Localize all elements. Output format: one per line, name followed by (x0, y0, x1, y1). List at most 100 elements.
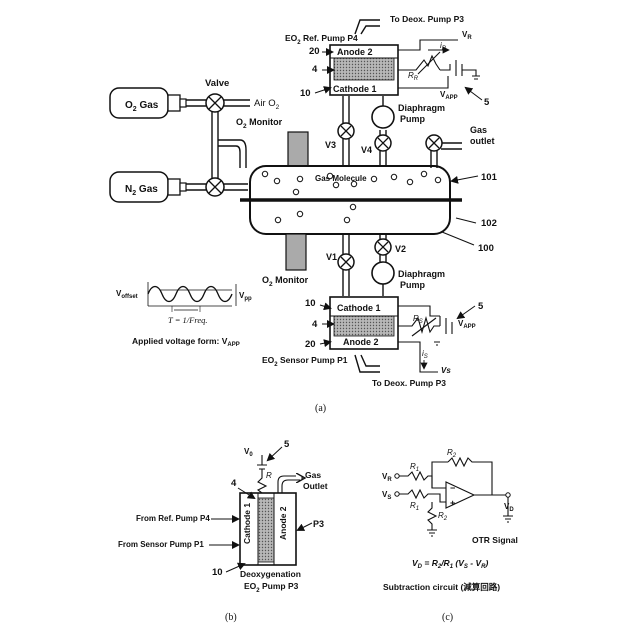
gas-molecule (333, 182, 338, 187)
label-5-top: 5 (484, 97, 490, 108)
to-deox-bottom: To Deox. Pump P3 (372, 378, 446, 388)
caption-b: (b) (225, 612, 237, 623)
label-5-b: 5 (284, 439, 290, 450)
label-10-top: 10 (300, 88, 311, 99)
cathode1-bottom: Cathode 1 (337, 303, 381, 313)
otr-signal-label: OTR Signal (472, 535, 518, 545)
cathode1-top: Cathode 1 (333, 84, 377, 94)
vapp-bottom-label: VAPP (458, 319, 476, 330)
gas-supply-pipes (186, 100, 250, 190)
is-label: iS (422, 349, 428, 360)
label-100: 100 (478, 243, 494, 254)
vs-label: Vs (441, 366, 451, 375)
gas-molecule (297, 176, 302, 181)
panel-c: − + R2 R1 R1 R2 VR VS VD OTR Signal VD =… (382, 448, 518, 623)
deox-label-1: Deoxygenation (240, 569, 301, 579)
o2-gas-cylinder: O2 Gas (110, 88, 186, 118)
caption-c: (c) (442, 612, 453, 623)
v-offset-label: Voffset (116, 289, 138, 300)
v4-label: V4 (361, 145, 372, 155)
air-o2-label: Air O2 (254, 98, 280, 111)
gas-molecule (297, 211, 302, 216)
gas-outlet-valve[interactable] (426, 135, 442, 151)
gas-molecule (407, 179, 412, 184)
gas-molecule (421, 171, 426, 176)
gas-molecule (371, 176, 376, 181)
anode2-bottom: Anode 2 (343, 337, 379, 347)
v2-label: V2 (395, 244, 406, 254)
vs-terminal (395, 492, 399, 496)
gas-molecule (262, 171, 267, 176)
o2-monitor-top-label: O2 Monitor (236, 117, 283, 130)
gas-molecule (275, 217, 280, 222)
gas-molecule (327, 173, 332, 178)
deox-label-2: EO2 Pump P3 (244, 581, 299, 594)
ref-circuit (398, 40, 480, 88)
from-ref-pump: From Ref. Pump P4 (136, 514, 210, 523)
gas-molecule-label: Gas Molecule (315, 174, 367, 183)
gas-molecule (350, 204, 355, 209)
opamp-plus: + (450, 498, 455, 508)
valve-v2[interactable] (375, 239, 391, 255)
label-4-bottom: 4 (312, 319, 318, 330)
caption-a: (a) (315, 403, 326, 414)
r1-a-label: R1 (410, 462, 419, 473)
gas-outlet-b-2: Outlet (303, 481, 328, 491)
diaphragm-pump-top-label-2: Pump (400, 114, 426, 124)
label-5-bottom: 5 (478, 301, 484, 312)
valve-v1[interactable] (338, 254, 354, 270)
applied-voltage-waveform (148, 282, 236, 312)
from-sensor-pump: From Sensor Pump P1 (118, 540, 204, 549)
diaphragm-pump-bottom-label-1: Diaphragm (398, 269, 445, 279)
gas-molecule (351, 181, 356, 186)
cathode1-b: Cathode 1 (242, 503, 252, 544)
v-pp-label: Vpp (239, 291, 252, 302)
vr-terminal (395, 474, 399, 478)
label-4-b: 4 (231, 478, 237, 489)
subtraction-formula: VD = R2/R1 (VS - VR) (412, 558, 489, 570)
vs-c-label: VS (382, 490, 391, 501)
r2-top-label: R2 (447, 448, 457, 459)
gas-molecule (391, 174, 396, 179)
vapp-top-label: VAPP (440, 90, 458, 101)
diaphragm-pump-top-label-1: Diaphragm (398, 103, 445, 113)
o2-monitor-bottom (286, 234, 306, 270)
applied-voltage-label: Applied voltage form: VAPP (132, 336, 240, 348)
valve-v4[interactable] (375, 135, 391, 151)
v0-label: V0 (244, 447, 253, 458)
vr-label: VR (462, 30, 472, 41)
diaphragm-pump-bottom-label-2: Pump (400, 280, 426, 290)
panel-a: O2 Gas N2 Gas Valve Air O2 (110, 14, 498, 414)
v1-label: V1 (326, 252, 337, 262)
gas-molecule (274, 178, 279, 183)
label-20-bottom: 20 (305, 339, 316, 350)
valve-v3[interactable] (338, 123, 354, 139)
sensor-pump-title: EO2 Sensor Pump P1 (262, 355, 348, 368)
anode2-top: Anode 2 (337, 47, 373, 57)
opamp-minus: − (450, 483, 455, 493)
label-101: 101 (481, 172, 498, 183)
gas-outlet-label-1: Gas (470, 125, 487, 135)
label-10-b: 10 (212, 567, 223, 578)
gas-outlet-b-1: Gas (305, 470, 321, 480)
supply-valve-bottom[interactable] (206, 178, 224, 196)
rr-label: RR (408, 71, 419, 82)
vr-c-label: VR (382, 472, 392, 483)
diaphragm-pump-top[interactable] (372, 106, 394, 128)
n2-gas-cylinder: N2 Gas (110, 172, 186, 202)
label-102: 102 (481, 218, 497, 229)
valve-label: Valve (205, 78, 229, 89)
gas-molecule (435, 177, 440, 182)
label-4-top: 4 (312, 64, 318, 75)
diaphragm-pump-bottom[interactable] (372, 262, 394, 284)
anode2-b: Anode 2 (278, 506, 288, 540)
panel-b: Cathode 1 Anode 2 V0 5 R 4 Gas Outlet Fr… (118, 439, 328, 623)
vd-c-label: VD (504, 502, 514, 513)
r2-bottom-label: R2 (438, 511, 448, 522)
r-label-b: R (266, 471, 272, 480)
gas-outlet-label-2: outlet (470, 136, 495, 146)
supply-valve-top[interactable] (206, 94, 224, 112)
v3-label: V3 (325, 140, 336, 150)
label-20-top: 20 (309, 46, 320, 57)
